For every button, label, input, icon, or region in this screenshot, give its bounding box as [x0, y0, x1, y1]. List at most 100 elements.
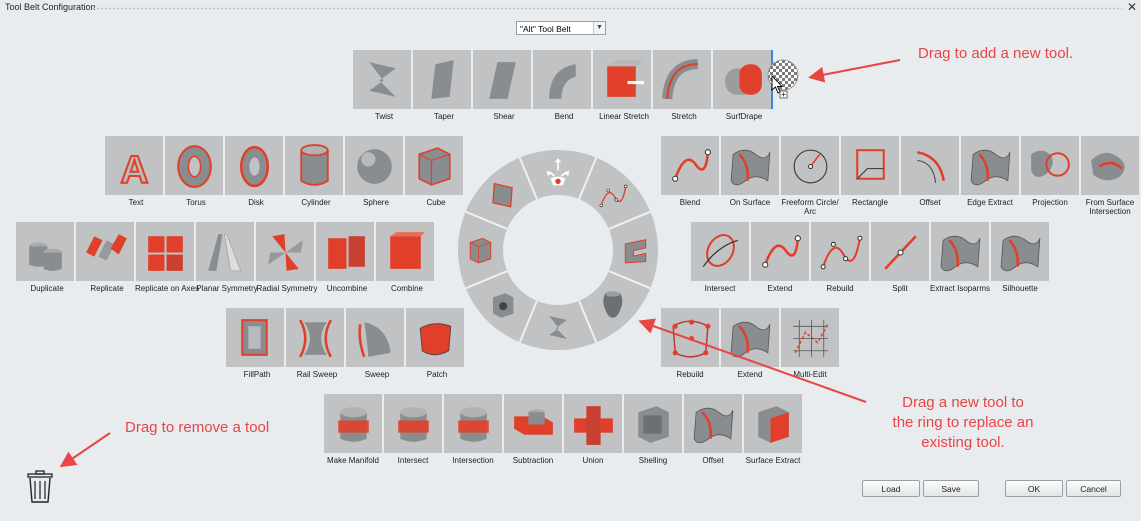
- ring-divider: [608, 210, 651, 230]
- tool-tile[interactable]: [533, 50, 592, 109]
- move-tool-icon[interactable]: [546, 158, 570, 186]
- tool-label: FillPath: [243, 370, 271, 379]
- tool-belt-selector[interactable]: "Alt" Tool Belt ▼: [516, 21, 606, 35]
- planar-symmetry-icon: [208, 233, 242, 272]
- curve-cv-icon[interactable]: [599, 184, 628, 208]
- tool-tile[interactable]: [16, 222, 75, 281]
- tool-tile[interactable]: [661, 308, 720, 367]
- combine-icon: [390, 232, 425, 269]
- patch-icon: [419, 323, 452, 356]
- chevron-down-icon[interactable]: ▼: [593, 22, 605, 34]
- drag-new-tool-icon[interactable]: [761, 57, 801, 101]
- window-title: Tool Belt Configuration: [5, 2, 96, 12]
- tool-tile[interactable]: [1021, 136, 1080, 195]
- ring-divider: [578, 157, 598, 200]
- tool-tile[interactable]: [413, 50, 472, 109]
- tool-label: Extend: [737, 370, 763, 379]
- save-button[interactable]: Save: [923, 480, 979, 497]
- tool-tile[interactable]: [76, 222, 135, 281]
- tool-tile[interactable]: [721, 136, 780, 195]
- tool-tile[interactable]: [871, 222, 930, 281]
- annotation-add: Drag to add a new tool.: [918, 45, 1074, 62]
- tool-tile[interactable]: [744, 394, 803, 453]
- shelling-icon: [638, 406, 669, 443]
- tool-tile[interactable]: [811, 222, 870, 281]
- tool-tile[interactable]: [991, 222, 1050, 281]
- tool-label: Make Manifold: [326, 456, 380, 465]
- sweep-icon: [358, 322, 391, 358]
- tool-tile[interactable]: [473, 50, 532, 109]
- tool-label: Stretch: [671, 112, 697, 121]
- tool-tile[interactable]: [286, 308, 345, 367]
- tool-tile[interactable]: [256, 222, 315, 281]
- tool-tile[interactable]: [781, 136, 840, 195]
- tool-tile[interactable]: [346, 308, 405, 367]
- surface-twist-icon[interactable]: [549, 315, 567, 340]
- hole-cube-icon[interactable]: [492, 293, 514, 318]
- annotation-replace-line3: existing tool.: [921, 434, 1005, 451]
- on-surface-icon: [730, 149, 771, 186]
- box-icon[interactable]: [469, 237, 492, 264]
- tool-label: Intersection: [452, 456, 494, 465]
- tool-tile[interactable]: [136, 222, 195, 281]
- fillpath-icon: [241, 319, 268, 356]
- tool-tile[interactable]: [376, 222, 435, 281]
- tool-tile[interactable]: [931, 222, 990, 281]
- tool-label: Patch: [426, 370, 448, 379]
- tool-tile[interactable]: [226, 308, 285, 367]
- tool-tile[interactable]: [841, 136, 900, 195]
- tool-tile[interactable]: [564, 394, 623, 453]
- rectangle-icon: [856, 149, 885, 180]
- cube-icon: [418, 147, 451, 186]
- tool-tile[interactable]: [324, 394, 383, 453]
- tool-tile[interactable]: [653, 50, 712, 109]
- tool-label: Split: [892, 284, 908, 293]
- tool-tile[interactable]: [353, 50, 412, 109]
- tool-tile[interactable]: [593, 50, 652, 109]
- tool-tile[interactable]: [661, 136, 720, 195]
- tool-tile[interactable]: [1081, 136, 1140, 195]
- tool-tile[interactable]: [405, 136, 464, 195]
- cancel-button[interactable]: Cancel: [1066, 480, 1121, 497]
- title-bar-grip[interactable]: [92, 7, 1122, 10]
- surface-extract-icon: [758, 406, 789, 443]
- tool-label: Projection: [1032, 198, 1068, 207]
- tool-tile[interactable]: [751, 222, 810, 281]
- ok-button[interactable]: OK: [1005, 480, 1063, 497]
- tool-label: Sweep: [364, 370, 390, 379]
- ring-divider: [578, 300, 598, 343]
- tool-tile[interactable]: A: [105, 136, 164, 195]
- tool-label: Cylinder: [301, 198, 331, 207]
- tool-tile[interactable]: [691, 222, 750, 281]
- extract-isoparms-icon: [940, 235, 981, 272]
- tool-tile[interactable]: [345, 136, 404, 195]
- plane-icon[interactable]: [492, 182, 513, 208]
- vase-icon[interactable]: [603, 291, 623, 318]
- ring-divider: [465, 210, 508, 230]
- tool-label: Duplicate: [30, 284, 64, 293]
- tool-label: Union: [582, 456, 604, 465]
- tool-tile[interactable]: [961, 136, 1020, 195]
- load-button[interactable]: Load: [862, 480, 920, 497]
- tool-label: Edge Extract: [967, 198, 1013, 207]
- tool-tile[interactable]: [624, 394, 683, 453]
- tool-tile[interactable]: [384, 394, 443, 453]
- tool-tile[interactable]: [504, 394, 563, 453]
- tool-tile[interactable]: [781, 308, 840, 367]
- tool-tile[interactable]: [316, 222, 375, 281]
- tool-label: Text: [128, 198, 144, 207]
- tool-tile[interactable]: [684, 394, 743, 453]
- tool-tile[interactable]: [901, 136, 960, 195]
- tool-tile[interactable]: [225, 136, 284, 195]
- tool-tile[interactable]: [165, 136, 224, 195]
- trash-icon[interactable]: [26, 470, 54, 504]
- close-icon[interactable]: ✕: [1126, 0, 1137, 14]
- tool-tile[interactable]: [721, 308, 780, 367]
- tool-tile[interactable]: [406, 308, 465, 367]
- tool-tile[interactable]: [285, 136, 344, 195]
- tool-tile[interactable]: [444, 394, 503, 453]
- extrude-edge-icon[interactable]: [624, 239, 647, 264]
- tool-tile[interactable]: [196, 222, 255, 281]
